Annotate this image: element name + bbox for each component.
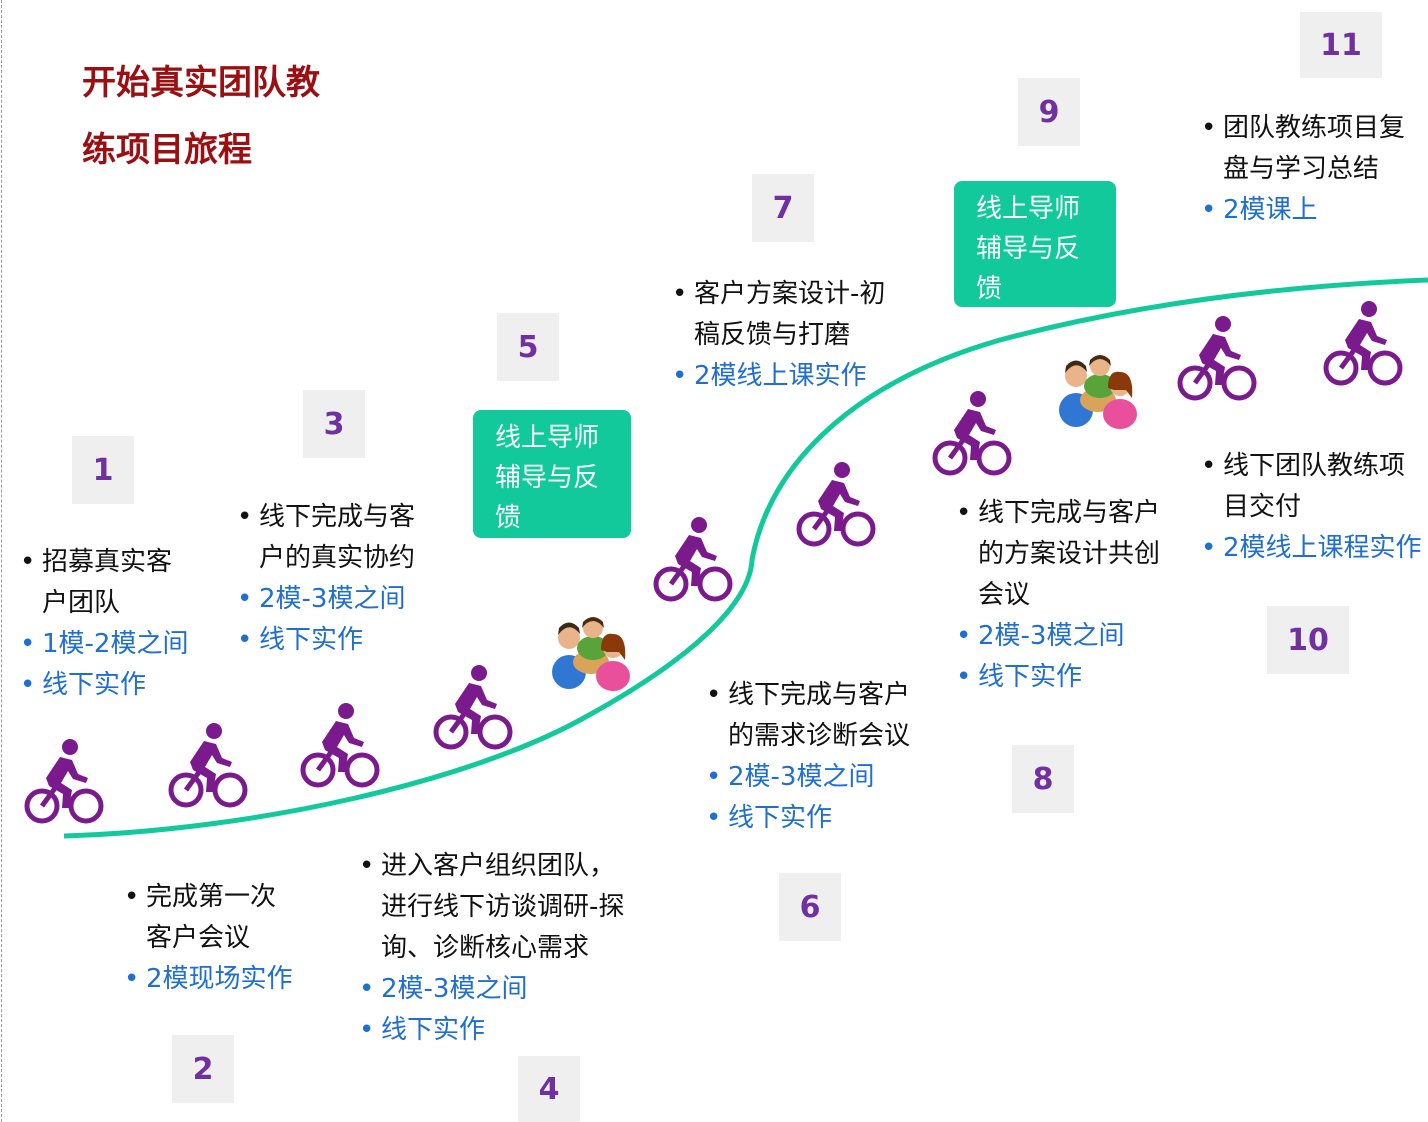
cyclist-icon <box>796 461 876 551</box>
step-6-note: 线下实作 <box>706 798 910 839</box>
step-2-note: 2模现场实作 <box>124 959 293 1000</box>
cyclist-icon <box>24 738 104 828</box>
step-4-note: 线下实作 <box>359 1010 624 1051</box>
step-3-note: 2模-3模之间 <box>237 579 415 620</box>
step-4-note: 2模-3模之间 <box>359 969 624 1010</box>
step-10-note: 2模线上课程实作 <box>1201 528 1422 569</box>
step-number-4: 4 <box>518 1056 580 1122</box>
cyclist-icon <box>300 702 380 792</box>
mentor-tag-line: 辅导与反 <box>976 234 1081 264</box>
step-number-1: 1 <box>72 436 134 504</box>
step-11-note: 2模课上 <box>1201 190 1405 231</box>
mentor-feedback-tag-2: 线上导师 辅导与反 馈 <box>954 181 1116 307</box>
cyclist-icon <box>433 664 513 754</box>
step-number-8: 8 <box>1012 745 1074 813</box>
step-4-block: 进入客户组织团队，进行线下访谈调研-探询、诊断核心需求 2模-3模之间 线下实作 <box>359 846 624 1051</box>
page-title-line1: 开始真实团队教 <box>82 63 320 103</box>
step-8-note: 2模-3模之间 <box>956 616 1160 657</box>
mentor-tag-line: 辅导与反 <box>495 463 600 493</box>
meeting-people-icon <box>552 617 630 691</box>
mentor-feedback-tag-1: 线上导师 辅导与反 馈 <box>473 410 631 538</box>
step-6-note: 2模-3模之间 <box>706 757 910 798</box>
step-number-9: 9 <box>1018 78 1080 146</box>
page-title-line2: 练项目旅程 <box>82 130 252 170</box>
mentor-tag-line: 馈 <box>495 503 522 533</box>
step-number-10: 10 <box>1267 606 1349 674</box>
mentor-tag-line: 馈 <box>976 274 1003 304</box>
step-number-5: 5 <box>497 313 559 381</box>
step-number-7: 7 <box>752 174 814 242</box>
step-8-note: 线下实作 <box>956 657 1160 698</box>
mentor-tag-line: 线上导师 <box>495 423 600 453</box>
step-number-6: 6 <box>779 873 841 941</box>
page-left-border <box>1 0 2 1122</box>
cyclist-icon <box>653 516 733 606</box>
step-7-note: 2模线上课实作 <box>672 356 885 397</box>
step-3-note: 线下实作 <box>237 620 415 661</box>
step-number-3: 3 <box>303 390 365 458</box>
meeting-people-icon <box>1059 355 1137 429</box>
cyclist-icon <box>1323 300 1403 390</box>
cyclist-icon <box>168 722 248 812</box>
mentor-tag-line: 线上导师 <box>976 194 1081 224</box>
cyclist-icon <box>1177 315 1257 405</box>
cyclist-icon <box>932 390 1012 480</box>
step-1-note: 线下实作 <box>20 665 188 706</box>
step-number-2: 2 <box>172 1035 234 1103</box>
step-number-11: 11 <box>1300 12 1382 78</box>
step-1-note: 1模-2模之间 <box>20 624 188 665</box>
step-4-text: 进入客户组织团队，进行线下访谈调研-探询、诊断核心需求 <box>359 846 624 969</box>
